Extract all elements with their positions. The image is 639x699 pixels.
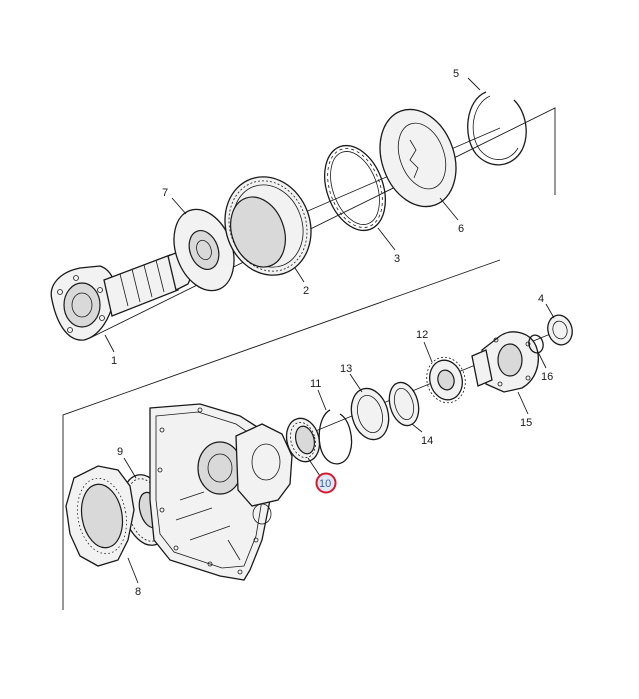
callout-13: 13 [340, 363, 352, 375]
callout-9: 9 [117, 446, 123, 458]
part-3-ring[interactable] [314, 137, 397, 239]
part-15-output-flange[interactable] [471, 331, 539, 393]
part-5-snap-ring[interactable] [467, 91, 527, 166]
part-12-gear[interactable] [422, 353, 471, 407]
callout-6: 6 [458, 223, 464, 235]
callout-11: 11 [310, 378, 321, 390]
part-2-ring-gear[interactable] [211, 165, 324, 288]
callout-7: 7 [162, 187, 168, 199]
part-13-bearing-ring[interactable] [346, 384, 394, 444]
part-8-gasket-plate[interactable] [65, 465, 135, 567]
callout-4: 4 [538, 293, 544, 305]
transmission-housing[interactable] [149, 403, 293, 581]
callout-16: 16 [541, 371, 553, 383]
callout-5: 5 [453, 68, 459, 80]
callout-3: 3 [394, 253, 400, 265]
callout-10-highlight-ring [315, 472, 337, 494]
part-1-flange-shaft[interactable] [50, 248, 193, 341]
leader-lines [104, 77, 555, 584]
part-6-plate[interactable] [367, 99, 469, 218]
callout-1: 1 [111, 355, 117, 367]
callout-10[interactable]: 10 [319, 478, 331, 490]
callout-8: 8 [135, 586, 141, 598]
callout-labels: 1 2 3 4 5 6 7 8 9 10 11 12 13 14 15 16 [111, 68, 553, 598]
part-14-seal-ring[interactable] [385, 379, 423, 429]
callout-12: 12 [416, 329, 428, 341]
part-7-disc[interactable] [163, 201, 244, 299]
callout-15: 15 [520, 417, 532, 429]
part-10-bearing[interactable] [282, 415, 324, 466]
part-4-seal[interactable] [545, 312, 576, 347]
lower-assembly-frame [62, 259, 501, 610]
upper-assembly-frame [89, 107, 556, 339]
part-11-snap-ring[interactable] [318, 409, 353, 465]
callout-14: 14 [421, 435, 433, 447]
callout-2: 2 [303, 285, 309, 297]
